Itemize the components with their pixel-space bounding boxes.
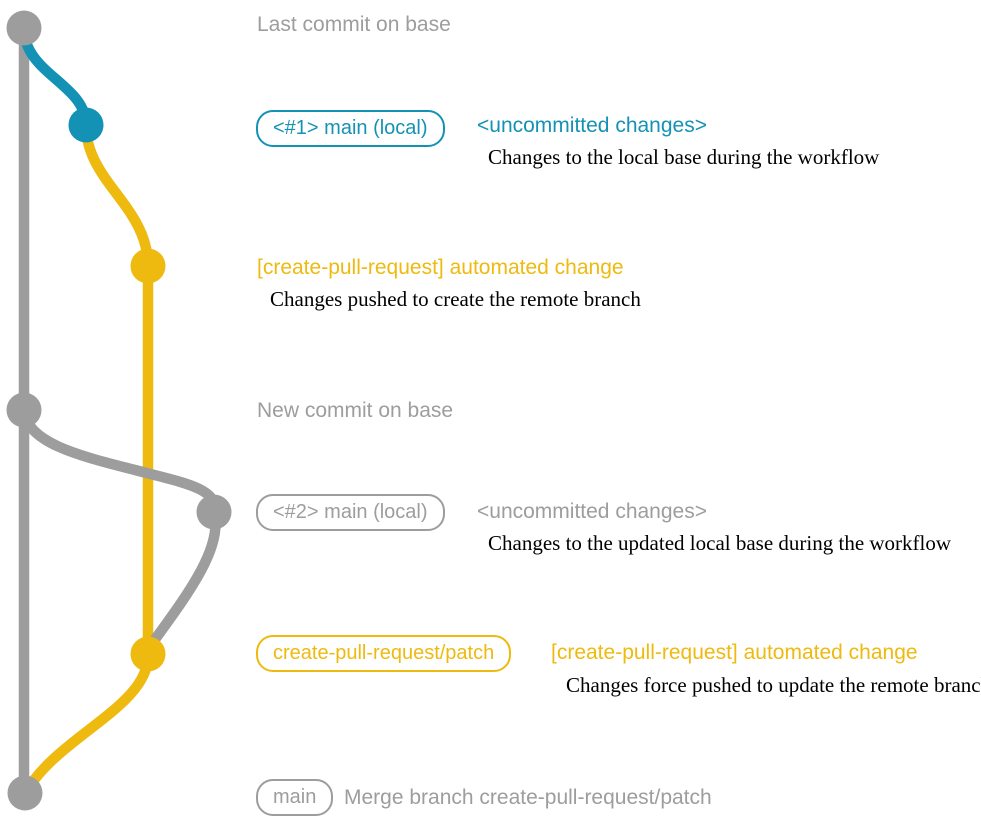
commit-dot-last-base	[6, 10, 42, 46]
uncommitted-changes-1-label: <uncommitted changes>	[477, 114, 707, 137]
commit-dot-local-main-2	[196, 494, 232, 530]
commit-dot-local-main-1	[68, 107, 104, 143]
patch-branch-badge: create-pull-request/patch	[256, 635, 512, 672]
uncommitted-changes-1-description: Changes to the local base during the wor…	[488, 145, 880, 169]
local-main-2-badge: <#2> main (local)	[256, 494, 445, 531]
rebase-in-curve	[143, 510, 221, 653]
automated-change-2-label: [create-pull-request] automated change	[551, 641, 918, 664]
uncommitted-changes-2-label: <uncommitted changes>	[477, 500, 707, 523]
local-main-1-badge: <#1> main (local)	[256, 110, 445, 147]
automated-change-2-description: Changes force pushed to update the remot…	[566, 673, 981, 697]
automated-change-1-label: [create-pull-request] automated change	[257, 256, 624, 279]
rebase-out-curve	[18, 409, 220, 514]
uncommitted-changes-2-description: Changes to the updated local base during…	[488, 531, 952, 555]
commit-dot-new-base	[6, 392, 42, 428]
main-branch-badge: main	[256, 779, 334, 816]
patch-branch-out-curve	[80, 124, 154, 267]
patch-merge-curve	[21, 653, 154, 795]
commit-dot-patch-2	[130, 636, 166, 672]
new-commit-label: New commit on base	[257, 399, 454, 422]
commit-dot-patch-1	[130, 248, 166, 284]
merge-commit-label: Merge branch create-pull-request/patch	[344, 786, 712, 809]
last-commit-label: Last commit on base	[257, 13, 451, 36]
commit-dot-merge	[7, 775, 43, 811]
automated-change-1-description: Changes pushed to create the remote bran…	[270, 287, 641, 311]
